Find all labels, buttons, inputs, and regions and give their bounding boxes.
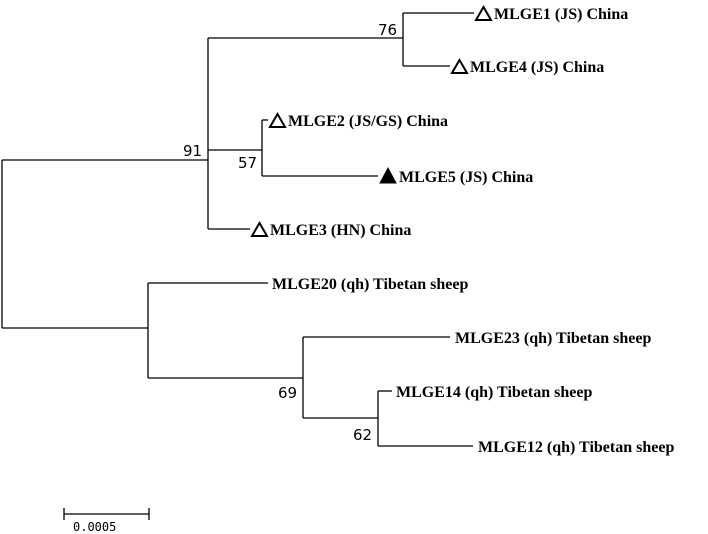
bootstrap-value-91: 91 [183,142,202,160]
leaf-label-mlge1: MLGE1 (JS) China [494,6,628,23]
bootstrap-value-57: 57 [238,154,257,172]
scale-bar-label: 0.0005 [73,520,116,534]
bootstrap-value-76: 76 [378,21,397,39]
open-triangle-icon [250,220,269,237]
leaf-label-mlge20: MLGE20 (qh) Tibetan sheep [272,276,468,293]
open-triangle-icon [474,4,493,21]
bootstrap-value-62: 62 [353,426,372,444]
leaf-label-mlge5: MLGE5 (JS) China [399,169,533,186]
filled-triangle-icon [379,166,397,184]
leaf-label-mlge12: MLGE12 (qh) Tibetan sheep [478,439,674,456]
scale-bar-line [63,508,150,520]
leaf-label-mlge23: MLGE23 (qh) Tibetan sheep [455,330,651,347]
scale-bar: 0.0005 [63,508,150,534]
open-triangle-icon [268,111,287,128]
leaf-label-mlge2: MLGE2 (JS/GS) China [288,113,448,130]
leaf-label-mlge3: MLGE3 (HN) China [270,222,411,239]
leaf-label-mlge14: MLGE14 (qh) Tibetan sheep [396,384,592,401]
bootstrap-value-69: 69 [278,384,297,402]
leaf-label-mlge4: MLGE4 (JS) China [470,59,604,76]
open-triangle-icon [450,57,469,74]
